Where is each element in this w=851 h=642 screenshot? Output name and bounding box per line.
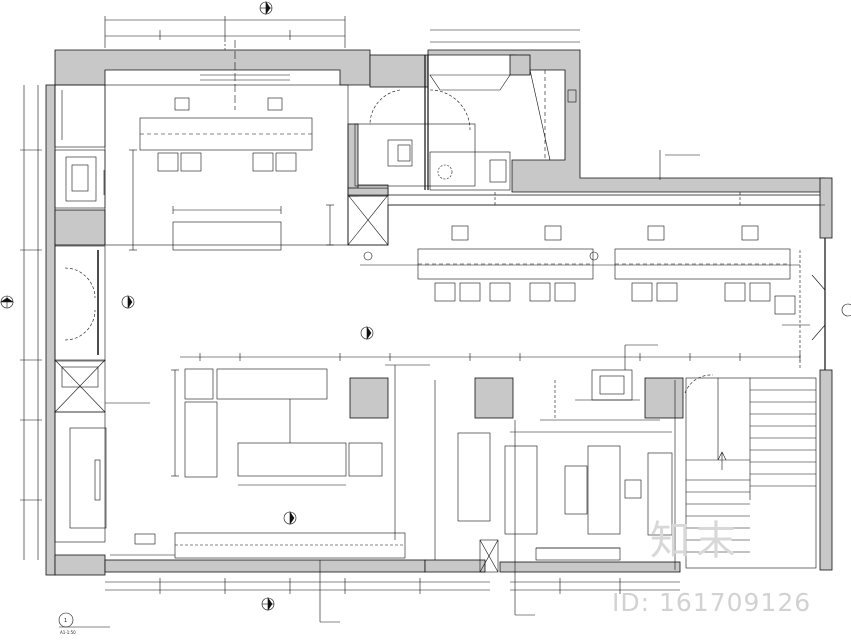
staircase: [674, 374, 817, 570]
upper-left-room: [104, 40, 349, 251]
walls: [45, 49, 833, 576]
title-scale: A1-1:50: [60, 630, 76, 635]
dimension-lines: [20, 16, 801, 594]
watermark-id: ID: 161709126: [612, 588, 812, 617]
watermark-logo: 知末: [650, 518, 742, 564]
title-number: 1: [64, 618, 67, 624]
right-counters: [388, 150, 826, 370]
drawing-title-block: [58, 612, 110, 628]
section-markers: [0, 1, 851, 623]
left-column-cases: [54, 84, 150, 543]
office-area: [326, 55, 577, 246]
lower-left-room: [110, 364, 436, 560]
lower-middle-displays: [457, 344, 673, 573]
